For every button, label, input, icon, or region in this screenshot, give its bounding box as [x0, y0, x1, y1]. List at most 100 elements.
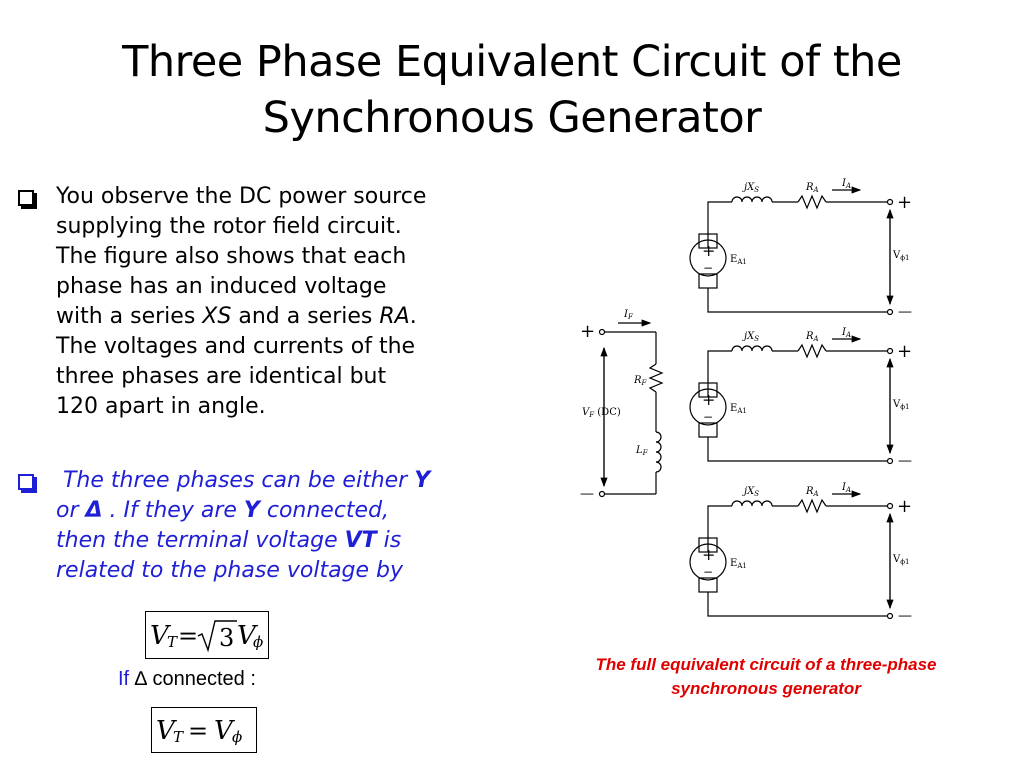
phase-2-circuit: + − + — jXS RA IA EA1 Vϕ1 [689, 327, 912, 469]
terminal-dot [886, 502, 894, 510]
figure-caption: The full equivalent circuit of a three-p… [556, 653, 976, 701]
label-main: R [805, 331, 814, 342]
label-main: V [892, 554, 901, 565]
armature-resistor [797, 194, 827, 210]
checkbox-bullet-icon [18, 474, 34, 490]
equivalent-circuit-diagram: + — IF RF LF VF (DC) + − + — jXS RA IA E… [580, 178, 912, 624]
checkbox-bullet-icon [18, 190, 34, 206]
field-current-label: IF [623, 309, 634, 321]
reactance-label: jXS [742, 486, 759, 498]
sqrt-argument: 3 [219, 624, 234, 652]
text-run: . If they are [102, 498, 244, 523]
phase-voltage-label: Vϕ1 [892, 554, 909, 566]
terminal-dot [598, 490, 606, 498]
source-plus-sign: + [702, 545, 715, 564]
phase-wire [707, 437, 888, 462]
label-sub: S [754, 490, 759, 498]
field-minus-sign: — [580, 486, 594, 502]
source-plus-sign: + [702, 241, 715, 260]
label-sub: F [641, 379, 648, 387]
bullet-line: The three phases can be either Y [56, 466, 486, 496]
reactance-label: jXS [742, 331, 759, 343]
label-sub: A [813, 186, 819, 194]
field-inductor [655, 431, 662, 473]
source-plus-sign: + [702, 390, 715, 409]
terminal-plus-sign: + [897, 496, 912, 517]
bullet-line: phase has an induced voltage [56, 274, 387, 299]
terminal-dot [886, 457, 894, 465]
bullet-line: 120 apart in angle. [56, 394, 266, 419]
label-main: I [841, 178, 847, 189]
label-sub: S [754, 335, 759, 343]
label-main: V [892, 250, 901, 261]
formula-v: V [237, 621, 258, 651]
if-delta-line: If ∆ connected : [118, 668, 256, 691]
emf-label: EA1 [730, 558, 747, 570]
bullet-text: The three phases can be either Y or Δ . … [56, 466, 486, 586]
ra-term: RA [379, 304, 410, 329]
phase-wire [707, 350, 732, 397]
formula-subscript: T [167, 633, 178, 651]
source-terminal-box [698, 537, 718, 553]
phase-3-circuit: + − + — jXS RA IA EA1 Vϕ1 [689, 482, 912, 624]
phase-voltage-label: Vϕ1 [892, 250, 909, 262]
label-sub: F [642, 449, 649, 457]
field-resistor [648, 363, 664, 393]
bullet-text: You observe the DC power source supplyin… [56, 182, 496, 422]
caption-line: synchronous generator [671, 679, 861, 698]
xs-term: XS [202, 304, 232, 329]
label-main: V [582, 407, 591, 418]
formula-delta-graphic: V T = V ϕ [156, 716, 242, 746]
field-plus-sign: + [580, 321, 595, 342]
text-run: and a series [231, 304, 380, 329]
formula-equals: = [188, 717, 208, 745]
delta-term: Δ [85, 498, 103, 523]
text-run: with a series [56, 304, 203, 329]
label-sub: S [754, 186, 759, 194]
label-sub: A [845, 331, 851, 339]
text-run: connected, [259, 498, 390, 523]
field-circuit [598, 319, 664, 498]
label-sub: A1 [736, 258, 747, 266]
vt-term: VT [344, 528, 377, 553]
resistor-label: RA [805, 486, 819, 498]
terminal-dot [886, 198, 894, 206]
label-sub: ϕ1 [900, 403, 909, 411]
label-main: R [805, 486, 814, 497]
phase-1-circuit: + − + — jXS RA IA EA1 Vϕ1 [689, 178, 912, 320]
text-run: or [56, 498, 86, 523]
label-main: E [730, 254, 737, 265]
resistor-label: RA [805, 331, 819, 343]
reactance-inductor [731, 500, 773, 507]
field-resistor-label: RF [633, 375, 648, 387]
formula-v: V [156, 716, 177, 746]
phase-wire [707, 201, 732, 248]
formula-wye-graphic: V T = 3 V ϕ [150, 620, 263, 653]
bullet-line: related to the phase voltage by [56, 558, 404, 583]
label-main: L [635, 445, 643, 456]
terminal-plus-sign: + [897, 192, 912, 213]
reactance-inductor [731, 196, 773, 203]
text-run: then the terminal voltage [56, 528, 345, 553]
bullet-line: with a series XS and a series RA. [56, 302, 496, 332]
label-main: R [633, 375, 642, 386]
phase-wire [707, 288, 888, 313]
source-terminal-box [698, 382, 718, 398]
label-sub: A1 [736, 407, 747, 415]
field-inductor-label: LF [635, 445, 649, 457]
terminal-plus-sign: + [897, 341, 912, 362]
label-sub: F [627, 313, 634, 321]
formula-v: V [150, 621, 171, 651]
phase-voltage-label: Vϕ1 [892, 399, 909, 411]
slide-title: Three Phase Equivalent Circuit of the Sy… [122, 37, 902, 143]
label-main: jX [742, 486, 755, 497]
label-sub: A [813, 490, 819, 498]
label-suffix: (DC) [594, 407, 621, 418]
terminal-dot [886, 347, 894, 355]
label-main: R [805, 182, 814, 193]
label-sub: F [588, 411, 595, 419]
label-main: E [730, 558, 737, 569]
formula-delta: V T = V ϕ [151, 707, 257, 753]
bullet-line: You observe the DC power source [56, 184, 427, 209]
formula-equals: = [178, 622, 198, 650]
